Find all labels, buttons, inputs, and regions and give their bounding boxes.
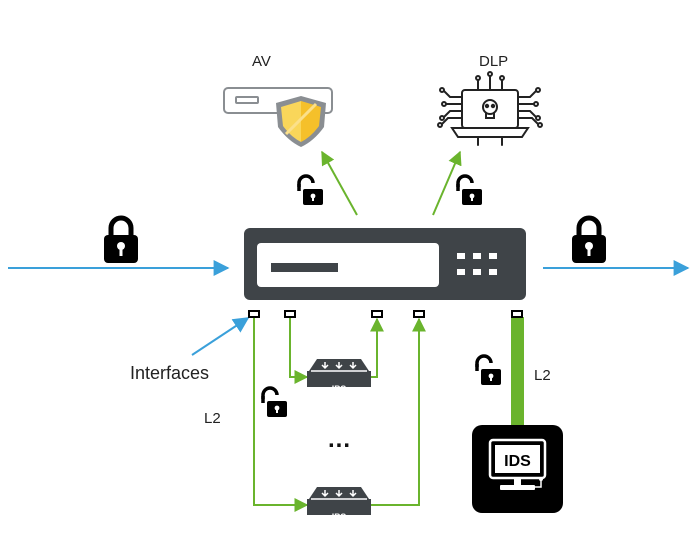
av-shield-server-icon (223, 87, 333, 147)
lock-closed-icon (572, 218, 606, 263)
port-1 (248, 310, 260, 318)
port-5 (511, 310, 523, 318)
dlp-link-arrow (432, 150, 462, 216)
dlp-laptop-circuit-icon (437, 71, 543, 146)
firewall-appliance-icon (244, 228, 526, 300)
interfaces-label: Interfaces (130, 363, 210, 383)
ips-top-label: IPS (332, 384, 347, 394)
port-3 (371, 310, 383, 318)
lock-closed-icon (104, 218, 138, 263)
ips-top-out-link (370, 317, 384, 378)
ips-appliance-icon (306, 486, 372, 516)
ids-l2-link (511, 317, 524, 427)
av-link-arrow (321, 150, 358, 216)
ellipsis-label: ... (328, 426, 352, 453)
lock-open-icon (475, 354, 503, 387)
interface-ports (248, 310, 523, 318)
lock-open-icon (261, 386, 289, 419)
ips-bottom-out-link (371, 317, 426, 506)
l2-left-label: L2 (204, 410, 221, 427)
lock-open-icon (456, 174, 484, 207)
dlp-label: DLP (479, 53, 509, 70)
port-4 (413, 310, 425, 318)
ips-bottom-label: IPS (332, 512, 347, 522)
port-2 (284, 310, 296, 318)
lock-open-icon (297, 174, 325, 207)
interfaces-pointer-arrow (191, 317, 250, 356)
av-label: AV (252, 53, 271, 70)
ips-top-in-link (289, 317, 309, 384)
ids-monitor-icon (472, 425, 563, 513)
ips-bottom-in-link (253, 317, 309, 512)
ips-appliance-icon (306, 358, 372, 388)
ids-label: IDS (504, 453, 531, 470)
l2-right-label: L2 (534, 367, 551, 384)
